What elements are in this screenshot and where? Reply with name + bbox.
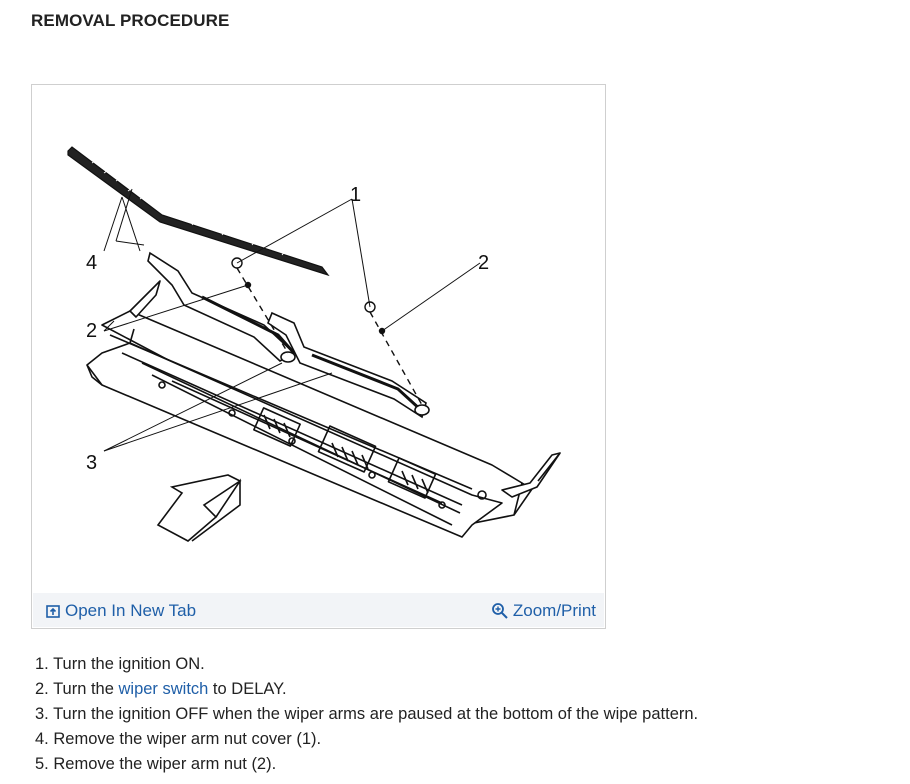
callout-label: 4	[86, 252, 97, 274]
step-item: 5. Remove the wiper arm nut (2).	[35, 752, 698, 777]
step-number: 4.	[35, 730, 49, 748]
step-item: 4. Remove the wiper arm nut cover (1).	[35, 727, 698, 752]
step-text: Turn the	[53, 680, 119, 698]
step-number: 2.	[35, 680, 49, 698]
procedure-steps: 1. Turn the ignition ON. 2. Turn the wip…	[35, 652, 698, 777]
zoom-print-label: Zoom/Print	[512, 601, 596, 620]
wiper-switch-link[interactable]: wiper switch	[118, 680, 209, 698]
direction-arrow-icon	[156, 474, 242, 542]
step-number: 3.	[35, 705, 49, 723]
callout-label: 3	[86, 452, 97, 474]
figure-footer: Open In New Tab Zoom/Print	[33, 593, 604, 627]
callout-label: 2	[86, 320, 97, 342]
wiper-arm-illustration[interactable]: 1 2 2 3 4	[32, 85, 605, 593]
step-number: 5.	[35, 755, 49, 773]
open-in-new-tab-icon	[46, 605, 60, 618]
open-in-new-tab-link[interactable]: Open In New Tab	[45, 601, 196, 621]
zoom-print-link[interactable]: Zoom/Print	[491, 601, 596, 621]
step-text: to DELAY.	[208, 680, 287, 698]
open-in-new-tab-label: Open In New Tab	[65, 601, 197, 620]
step-text: Remove the wiper arm nut cover (1).	[53, 730, 322, 748]
zoom-magnifier-icon	[491, 603, 508, 619]
step-text: Turn the ignition OFF when the wiper arm…	[53, 705, 699, 723]
step-item: 3. Turn the ignition OFF when the wiper …	[35, 702, 698, 727]
step-text: Turn the ignition ON.	[53, 655, 205, 673]
step-item: 2. Turn the wiper switch to DELAY.	[35, 677, 698, 702]
step-text: Remove the wiper arm nut (2).	[53, 755, 277, 773]
callout-label: 1	[350, 184, 361, 206]
figure-container: 1 2 2 3 4 Open In New Tab Zoom/Print	[31, 84, 606, 629]
step-number: 1.	[35, 655, 49, 673]
section-heading: REMOVAL PROCEDURE	[31, 11, 230, 30]
step-item: 1. Turn the ignition ON.	[35, 652, 698, 677]
callout-label: 2	[478, 252, 489, 274]
